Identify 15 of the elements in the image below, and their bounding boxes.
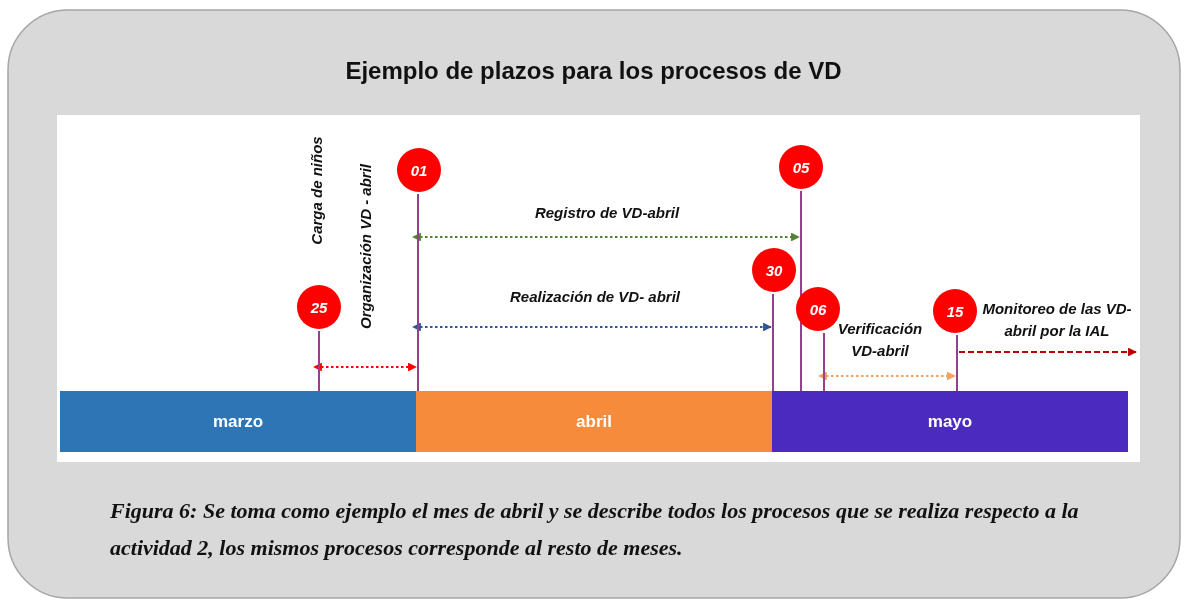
process-label: Organización VD - abril xyxy=(356,163,374,329)
arrow xyxy=(818,371,956,381)
arrow xyxy=(313,362,417,372)
month-bar: abril xyxy=(416,391,772,452)
figure-caption: Figura 6: Se toma como ejemplo el mes de abril y se describe todos los procesos que se realiza respecto a la actividad 2, los mismos procesos corresponde al resto de meses. xyxy=(110,497,1080,562)
month-bar: marzo xyxy=(60,391,416,452)
arrow xyxy=(412,322,772,332)
process-label: Carga de niños xyxy=(307,135,325,245)
month-bar: mayo xyxy=(772,391,1128,452)
edge-label: Registro de VD-abril xyxy=(533,203,681,223)
edge-label: Monitoreo de las VD-abril por la IAL xyxy=(982,299,1132,341)
diagram-title: Ejemplo de plazos para los procesos de VD xyxy=(344,57,843,85)
arrow xyxy=(412,232,800,242)
edge-label: Realización de VD- abril xyxy=(508,287,681,307)
arrow xyxy=(959,347,1137,357)
